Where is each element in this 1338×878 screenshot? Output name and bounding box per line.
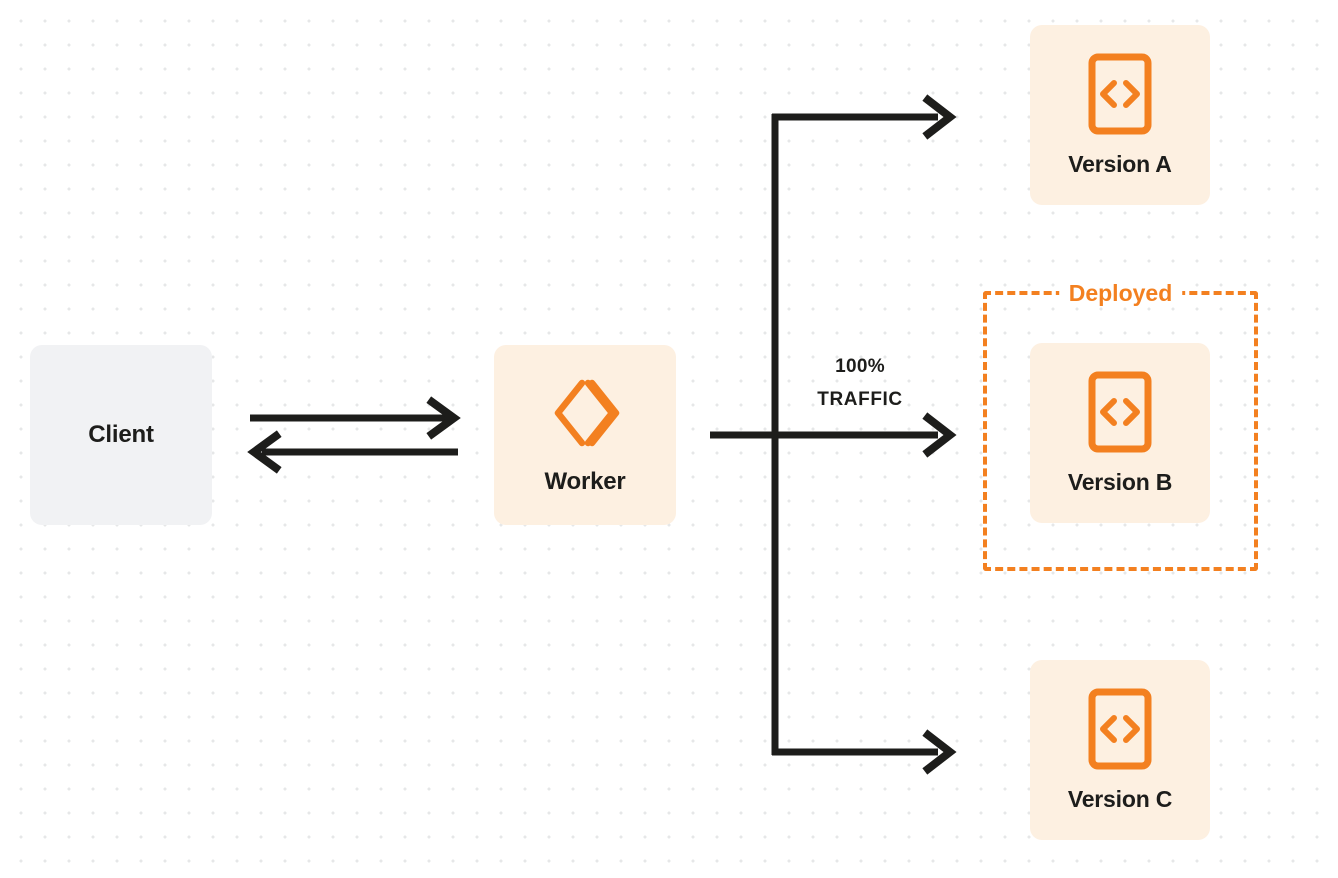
deployed-group-label: Deployed xyxy=(1058,279,1183,307)
client-node[interactable]: Client xyxy=(30,345,212,525)
arrow-to-version-a xyxy=(772,94,957,140)
version-b-node[interactable]: Version B xyxy=(1030,343,1210,523)
traffic-percent: 100% xyxy=(835,356,885,377)
client-label: Client xyxy=(88,421,154,448)
arrow-to-version-c xyxy=(772,729,957,775)
code-file-icon xyxy=(1087,371,1153,453)
arrow-worker-to-client xyxy=(247,430,458,474)
version-a-label: Version A xyxy=(1068,150,1172,177)
deployed-group: Deployed xyxy=(983,279,1258,571)
version-c-label: Version C xyxy=(1067,785,1173,812)
version-a-node[interactable]: Version A xyxy=(1030,25,1210,205)
worker-node[interactable]: Worker xyxy=(494,345,676,525)
code-file-icon xyxy=(1087,53,1153,135)
code-file-icon xyxy=(1087,688,1153,770)
worker-label: Worker xyxy=(544,468,626,495)
traffic-unit: TRAFFIC xyxy=(817,389,903,410)
cloudflare-workers-logo-icon xyxy=(546,374,624,452)
arrow-to-version-b xyxy=(775,412,957,458)
version-c-node[interactable]: Version C xyxy=(1030,660,1210,840)
arrow-client-to-worker xyxy=(250,396,461,440)
traffic-trunk xyxy=(710,114,779,755)
traffic-label: 100% TRAFFIC xyxy=(790,350,930,416)
version-b-label: Version B xyxy=(1067,468,1173,495)
